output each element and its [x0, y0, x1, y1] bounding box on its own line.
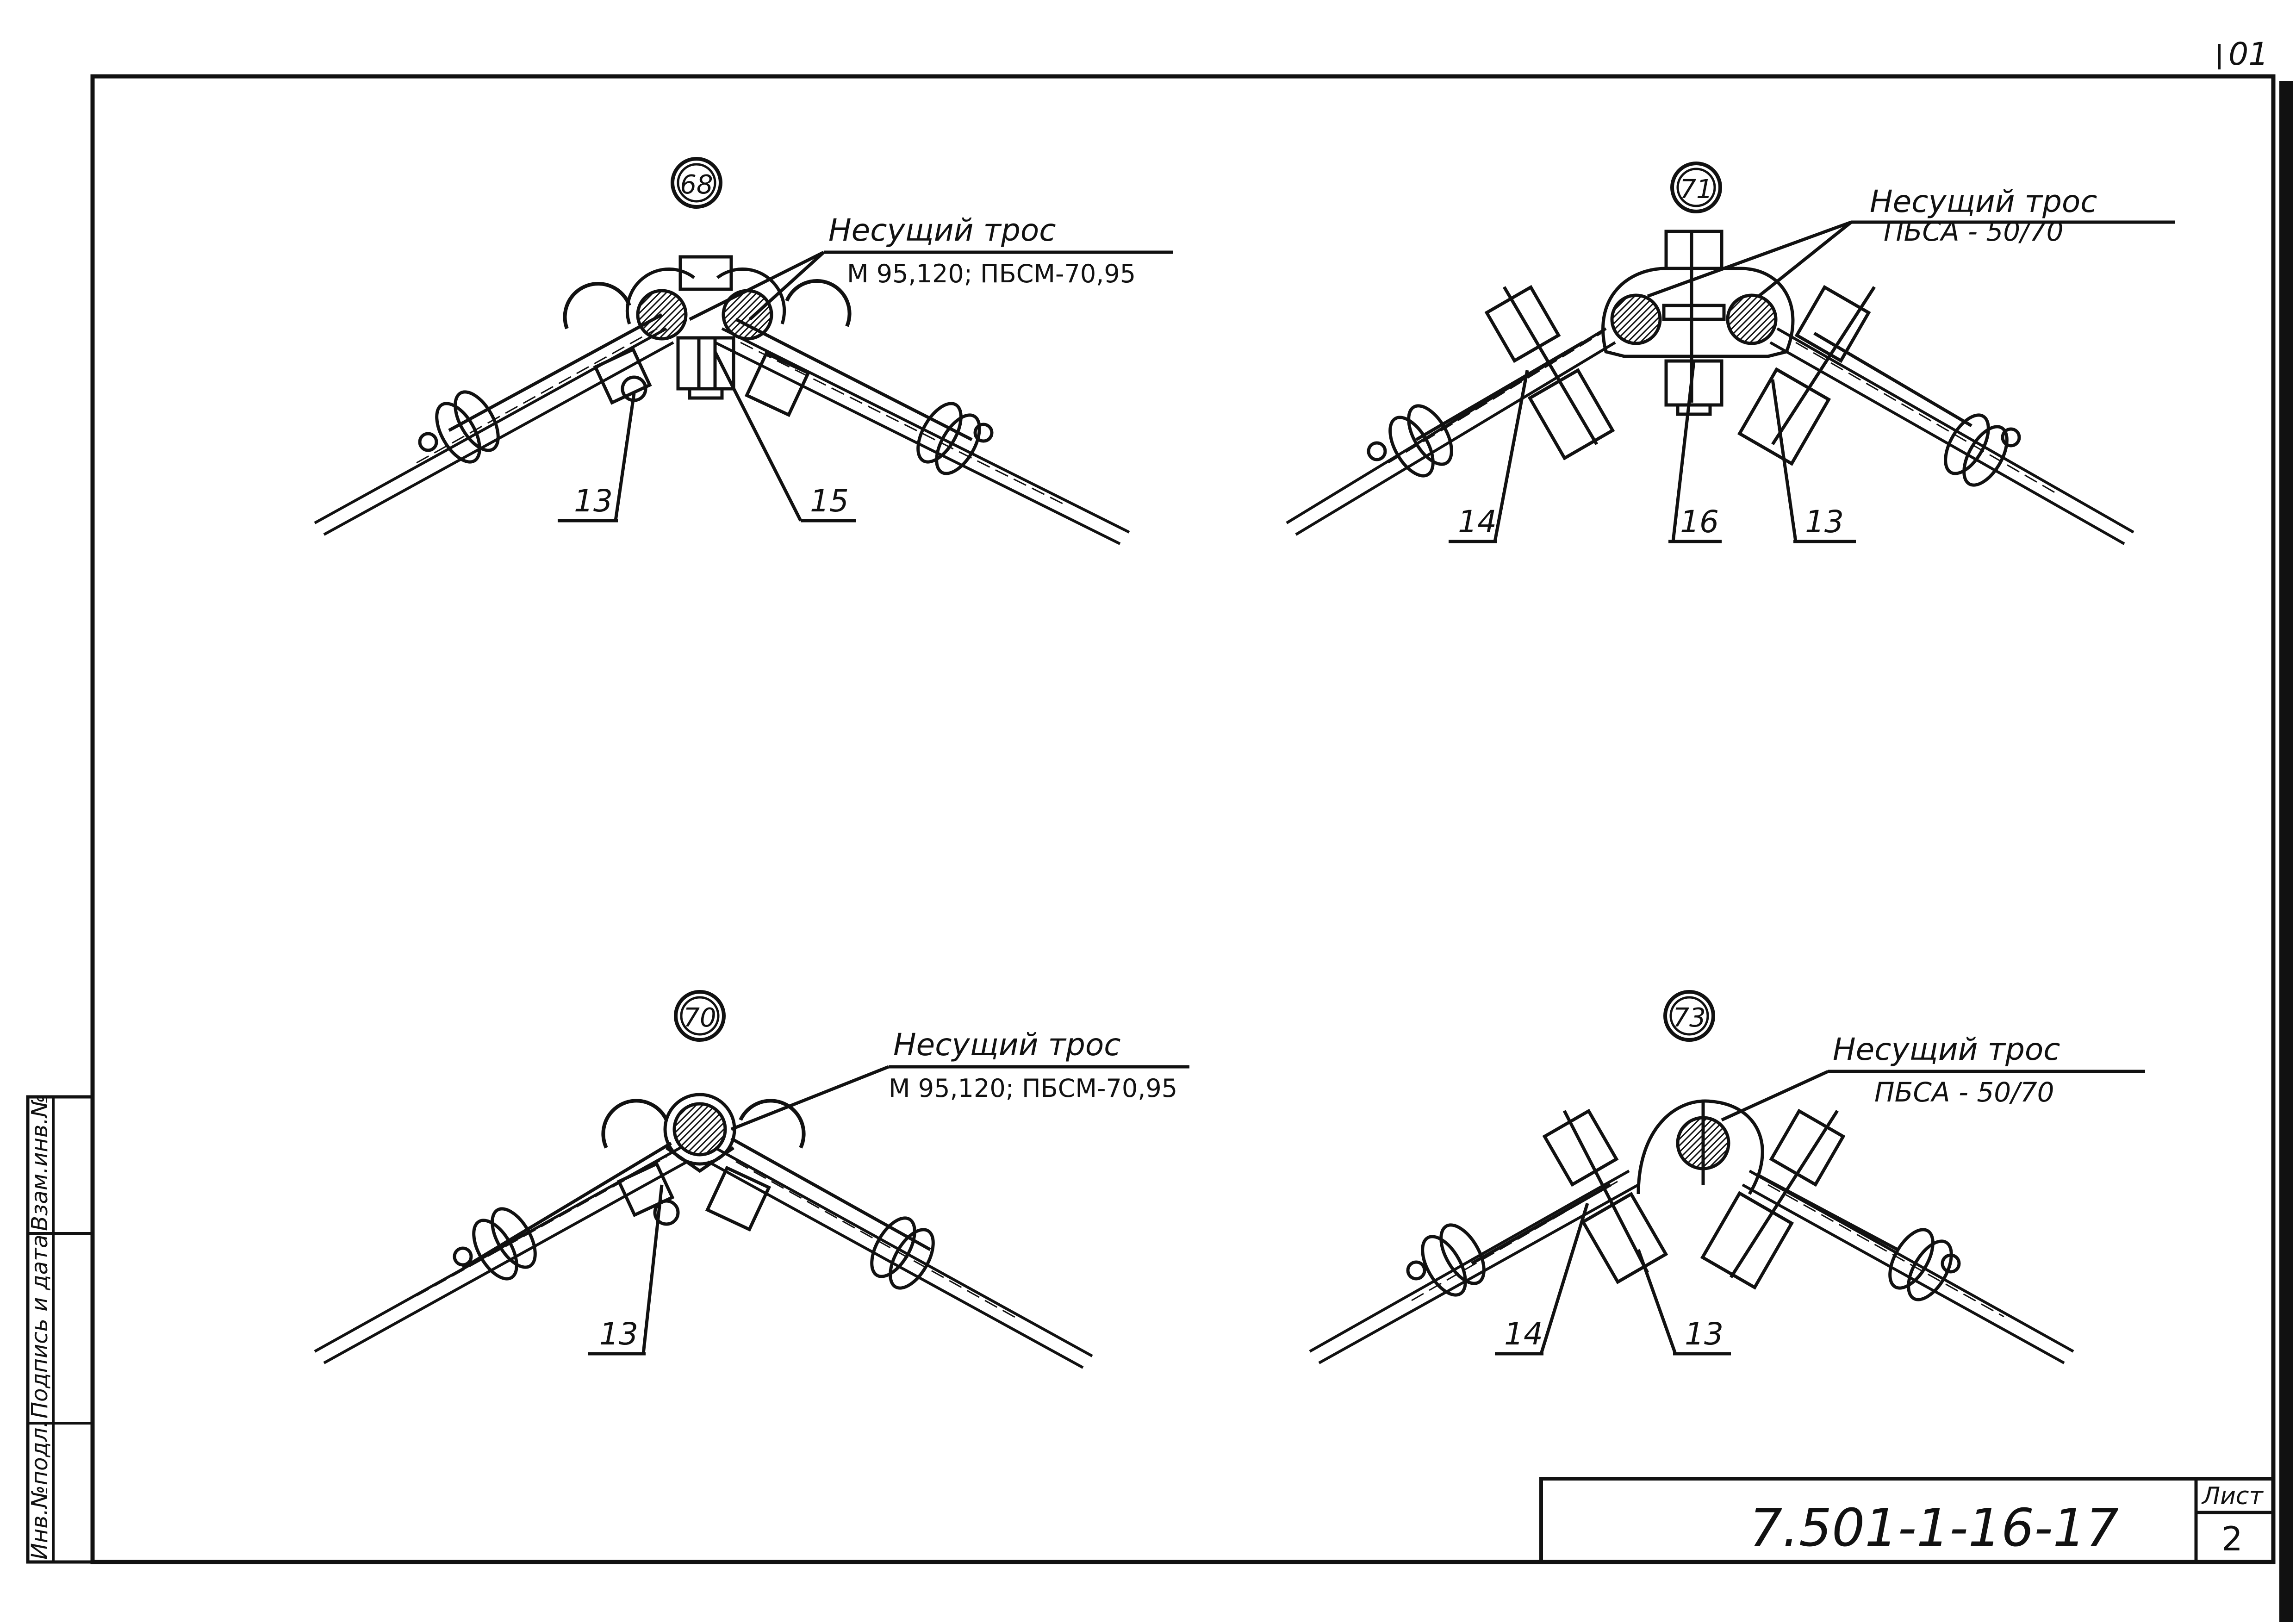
detail-number: 71 [1680, 174, 1712, 205]
wire-wrap-right [1944, 413, 2021, 487]
drawing-designation: 7.501-1-16-17 [1749, 1498, 2119, 1558]
cable-title: Несущий трос [1870, 184, 2097, 219]
clamp-body [1636, 1099, 1764, 1195]
wire-wrap-right [1888, 1228, 1961, 1301]
detail-number: 70 [683, 1003, 716, 1033]
cable-spec: М 95,120; ПБСМ-70,95 [889, 1074, 1177, 1103]
cable-spec: ПБСА - 50/70 [1884, 216, 2064, 247]
callout-16: 16 [1680, 504, 1719, 540]
callout-13: 13 [599, 1316, 638, 1352]
wire-wrap-right [916, 402, 994, 475]
wire-wrap-left [1367, 404, 1453, 478]
callout-13: 13 [1685, 1316, 1724, 1352]
wire-wrap-left [453, 1207, 537, 1281]
callout-13: 13 [574, 483, 613, 519]
cable-section-left [636, 289, 688, 341]
clamp-body [1601, 267, 1795, 358]
detail-70: 70 Несущий трос М 95,120; ПБСМ-70,95 [314, 990, 1189, 1369]
detail-number: 68 [680, 170, 713, 200]
wire-wrap-left [1406, 1223, 1486, 1297]
stamp-replacement-no: Взам.инв.№ [27, 1095, 53, 1231]
right-edge-bar [2279, 81, 2293, 1622]
cable-section-right [1726, 293, 1778, 345]
detail-number-circle [1670, 162, 1722, 213]
corner-code: 01 [2228, 36, 2269, 73]
stamp-inv-no: Инв.№подл. [27, 1420, 53, 1560]
sheet-label: Лист [2201, 1482, 2264, 1510]
cable-title: Несущий трос [893, 1027, 1121, 1063]
side-stamp: Инв.№подл. Подпись и дата Взам.инв.№ [26, 1095, 94, 1564]
stamp-signature-date: Подпись и дата [27, 1234, 53, 1419]
detail-number-circle [1663, 990, 1715, 1042]
detail-73: 73 Несущий трос ПБСА - 50/70 [1309, 990, 2145, 1364]
detail-68: 68 Несущий трос М 95,120; ПБСМ-70,95 [314, 157, 1173, 545]
detail-71: 71 Несущий трос ПБСА - 50/70 [1286, 162, 2175, 545]
wire-wrap-right [870, 1216, 935, 1290]
cable-spec: ПБСА - 50/70 [1874, 1076, 2054, 1108]
detail-number: 73 [1673, 1003, 1705, 1033]
cable-title: Несущий трос [828, 212, 1056, 248]
title-block: 7.501-1-16-17 Лист 2 [1539, 1477, 2273, 1562]
cable-section [672, 1102, 727, 1157]
drawing-frame [90, 74, 2276, 1564]
sheet-number: 2 [2221, 1519, 2243, 1558]
detail-number-circle [671, 157, 722, 209]
callout-14: 14 [1504, 1316, 1543, 1352]
clamp-nut-top [678, 255, 733, 291]
cable-spec: М 95,120; ПБСМ-70,95 [847, 259, 1136, 288]
cable-section-right [722, 289, 773, 341]
cable-section-left [1610, 293, 1662, 345]
cable-title: Несущий трос [1833, 1032, 2060, 1067]
wire-wrap-left [418, 390, 500, 464]
callout-13: 13 [1805, 504, 1844, 540]
callout-14: 14 [1458, 504, 1497, 540]
detail-number-circle [674, 990, 726, 1042]
clamp-nut-bottom [676, 336, 735, 391]
callout-15: 15 [810, 483, 849, 519]
